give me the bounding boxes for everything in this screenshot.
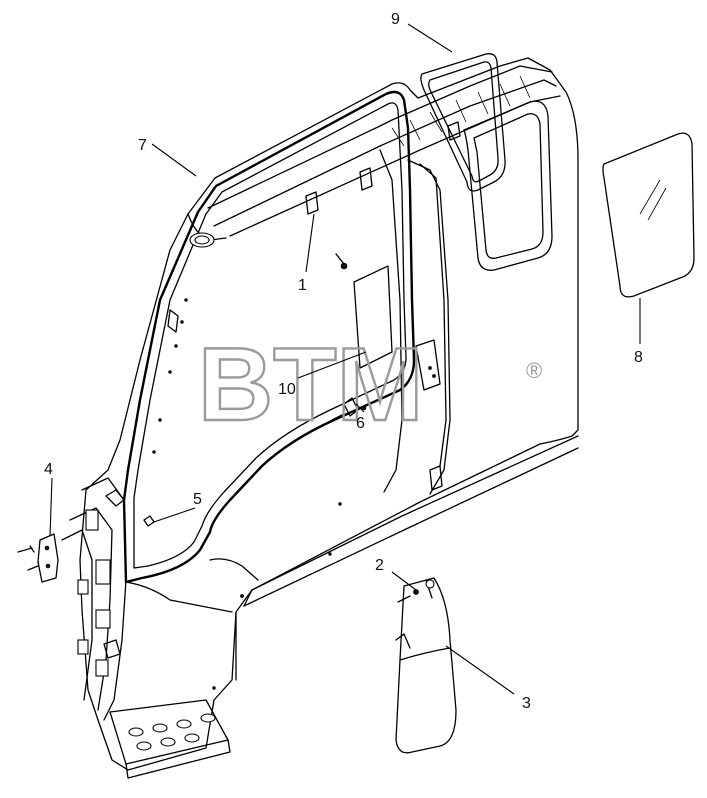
front-pillar-hinge-post: [61, 477, 231, 779]
svg-text:®: ®: [526, 358, 542, 383]
callout-6: 6: [356, 415, 365, 432]
callout-2: 2: [375, 557, 384, 574]
part-5-clip: [143, 515, 155, 527]
callout-3: 3: [522, 695, 531, 712]
part-9-window-seal: [420, 53, 506, 192]
callout-8: 8: [634, 349, 643, 366]
btm-watermark: BTM ®: [197, 326, 542, 444]
part-4-hinge: [17, 533, 59, 583]
callout-7: 7: [138, 137, 147, 154]
callout-labels: 9 7 1 10 6 5 4 2 3 8: [44, 11, 643, 712]
svg-text:BTM: BTM: [198, 327, 423, 443]
leader-lines: [49, 23, 641, 695]
part-1-screw: [335, 253, 348, 270]
callout-4: 4: [44, 461, 53, 478]
part-3-mudguard-extension: [395, 577, 457, 754]
part-6-latch: [331, 397, 367, 421]
part-8-rear-glass: [602, 132, 695, 298]
callout-9: 9: [391, 11, 400, 28]
callout-10: 10: [278, 381, 296, 398]
callout-1: 1: [298, 277, 307, 294]
part-2-screw: [397, 589, 419, 603]
callout-5: 5: [193, 491, 202, 508]
part-7-cab-side-panel: [79, 57, 579, 771]
part-10-inner-panel: [353, 265, 393, 369]
